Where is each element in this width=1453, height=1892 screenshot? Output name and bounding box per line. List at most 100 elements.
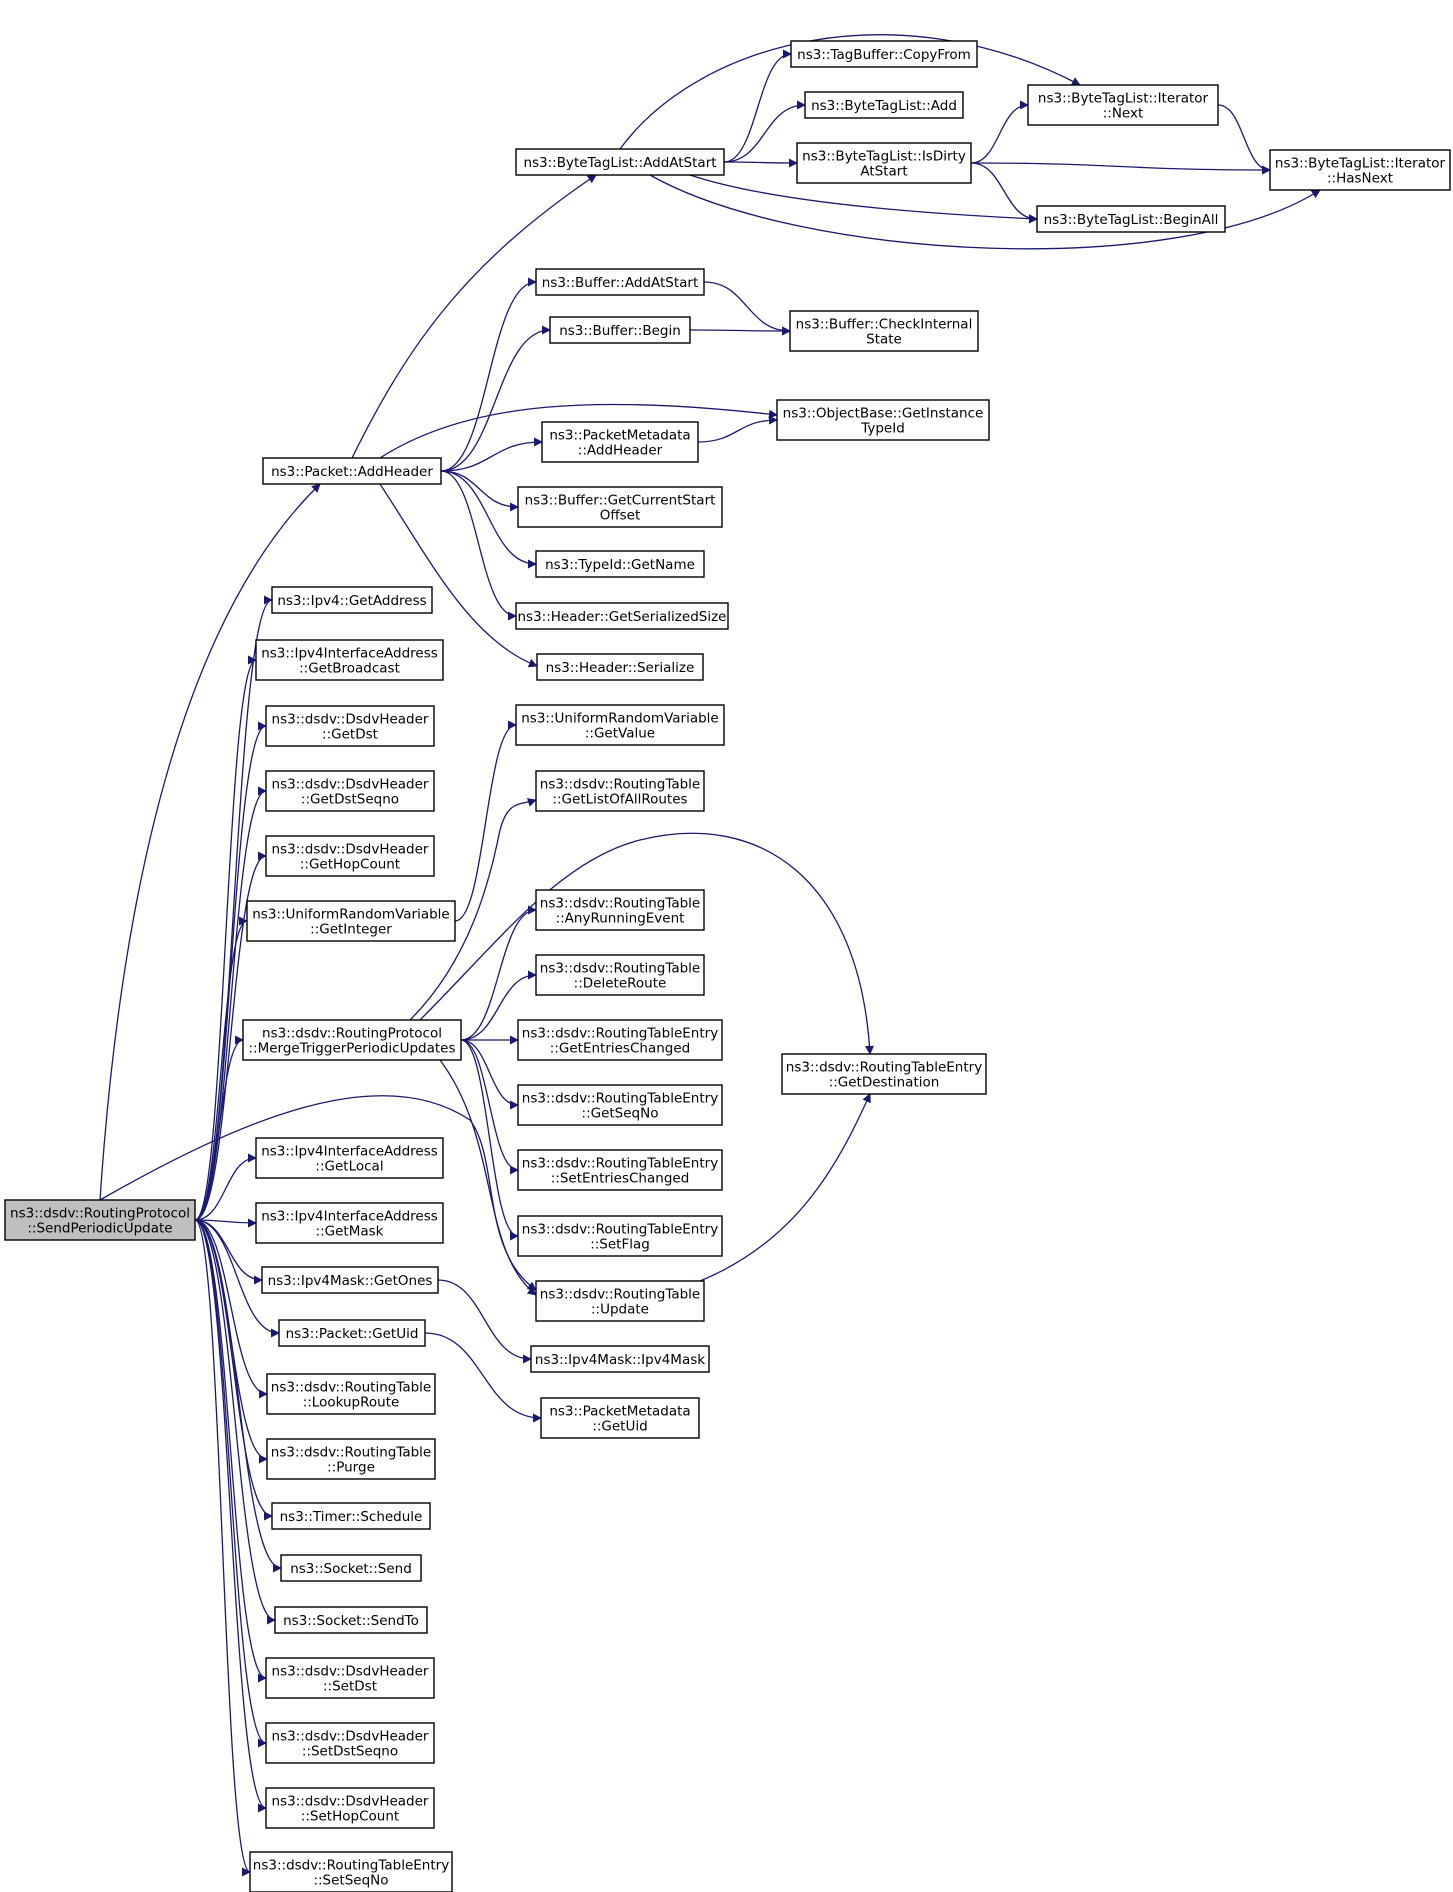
- node-label-line: ::AddHeader: [578, 443, 663, 459]
- node-label-line: ns3::dsdv::RoutingTable: [271, 1380, 431, 1396]
- function-node-pmGetUid[interactable]: ns3::PacketMetadata::GetUid: [540, 1397, 700, 1439]
- node-label-line: ns3::Ipv4::GetAddress: [277, 593, 426, 609]
- function-node-purge[interactable]: ns3::dsdv::RoutingTable::Purge: [266, 1438, 436, 1480]
- call-edge-addHeader-to-objGetInstanceTypeId: [379, 403, 778, 459]
- function-node-btlAddAtStart[interactable]: ns3::ByteTagList::AddAtStart: [515, 148, 725, 176]
- function-node-btlAdd[interactable]: ns3::ByteTagList::Add: [804, 91, 964, 119]
- function-node-addHeader[interactable]: ns3::Packet::AddHeader: [262, 457, 442, 485]
- node-label-line: ns3::PacketMetadata: [549, 1404, 690, 1420]
- node-box: [4, 1199, 196, 1241]
- call-edge-root-to-socketSendTo: [194, 1219, 276, 1625]
- function-node-mergeTrigger[interactable]: ns3::dsdv::RoutingProtocol::MergeTrigger…: [242, 1019, 462, 1061]
- node-box: [517, 1084, 723, 1126]
- function-node-socketSendTo[interactable]: ns3::Socket::SendTo: [274, 1606, 428, 1634]
- node-label-line: ::GetMask: [316, 1224, 384, 1240]
- function-node-timerSchedule[interactable]: ns3::Timer::Schedule: [271, 1502, 431, 1530]
- function-node-tagBufferCopyFrom[interactable]: ns3::TagBuffer::CopyFrom: [790, 40, 978, 68]
- function-node-urvGetValue[interactable]: ns3::UniformRandomVariable::GetValue: [515, 704, 725, 746]
- node-box: [804, 91, 964, 119]
- node-box: [517, 1149, 723, 1191]
- function-node-btlBeginAll[interactable]: ns3::ByteTagList::BeginAll: [1036, 205, 1226, 233]
- function-node-getDst[interactable]: ns3::dsdv::DsdvHeader::GetDst: [265, 705, 435, 747]
- function-node-rtDeleteRoute[interactable]: ns3::dsdv::RoutingTable::DeleteRoute: [535, 954, 705, 996]
- call-edge-addHeader-to-btlAddAtStart: [351, 174, 597, 459]
- call-edge-bufBegin-to-bufCheckInternalState: [689, 326, 791, 336]
- function-node-btlIterNext[interactable]: ns3::ByteTagList::Iterator::Next: [1027, 84, 1219, 126]
- call-edge-root-to-setDst: [194, 1219, 267, 1683]
- function-node-ipv4MaskCtor[interactable]: ns3::Ipv4Mask::Ipv4Mask: [530, 1345, 710, 1373]
- function-node-pmAddHeader[interactable]: ns3::PacketMetadata::AddHeader: [541, 421, 699, 463]
- node-label-line: ns3::dsdv::RoutingTableEntry: [522, 1026, 718, 1042]
- node-label-line: ::HasNext: [1327, 171, 1393, 187]
- node-box: [796, 142, 972, 184]
- function-node-root: ns3::dsdv::RoutingProtocol::SendPeriodic…: [4, 1199, 196, 1241]
- node-label-line: ::SetEntriesChanged: [551, 1171, 690, 1187]
- node-label-line: ns3::dsdv::RoutingTableEntry: [522, 1091, 718, 1107]
- call-edge-btlAddAtStart-to-btlBeginAll: [689, 174, 1038, 224]
- function-node-rtUpdate[interactable]: ns3::dsdv::RoutingTable::Update: [535, 1280, 705, 1322]
- call-edge-root-to-socketSend: [194, 1219, 282, 1573]
- function-node-getHopCount[interactable]: ns3::dsdv::DsdvHeader::GetHopCount: [265, 835, 435, 877]
- function-node-setHopCount[interactable]: ns3::dsdv::DsdvHeader::SetHopCount: [265, 1787, 435, 1829]
- function-node-headerSerialize[interactable]: ns3::Header::Serialize: [536, 653, 704, 681]
- node-box: [515, 704, 725, 746]
- function-node-bufAddAtStart[interactable]: ns3::Buffer::AddAtStart: [535, 268, 705, 296]
- node-label-line: ::GetInteger: [310, 922, 392, 938]
- node-label-line: ::GetUid: [592, 1419, 647, 1435]
- node-box: [776, 399, 990, 441]
- node-box: [265, 705, 435, 747]
- node-label-line: ns3::Ipv4InterfaceAddress: [261, 646, 438, 662]
- node-box: [789, 310, 979, 352]
- function-node-getMask[interactable]: ns3::Ipv4InterfaceAddress::GetMask: [255, 1202, 444, 1244]
- function-node-setDst[interactable]: ns3::dsdv::DsdvHeader::SetDst: [265, 1657, 435, 1699]
- function-node-lookupRoute[interactable]: ns3::dsdv::RoutingTable::LookupRoute: [266, 1373, 436, 1415]
- function-node-socketSend[interactable]: ns3::Socket::Send: [280, 1554, 422, 1582]
- function-node-setDstSeqno[interactable]: ns3::dsdv::DsdvHeader::SetDstSeqno: [265, 1722, 435, 1764]
- node-label-line: ns3::Header::GetSerializedSize: [518, 609, 727, 625]
- node-box: [1036, 205, 1226, 233]
- node-box: [536, 653, 704, 681]
- function-node-headerGetSerializedSize[interactable]: ns3::Header::GetSerializedSize: [515, 602, 729, 630]
- function-node-getLocal[interactable]: ns3::Ipv4InterfaceAddress::GetLocal: [255, 1137, 444, 1179]
- node-label-line: ::GetSeqNo: [582, 1106, 659, 1122]
- node-label-line: ::GetHopCount: [300, 857, 400, 873]
- node-label-line: ns3::dsdv::DsdvHeader: [272, 777, 429, 793]
- node-label-line: ns3::Socket::Send: [290, 1561, 412, 1577]
- node-box: [540, 1397, 700, 1439]
- function-node-getInteger[interactable]: ns3::UniformRandomVariable::GetInteger: [246, 900, 456, 942]
- node-label-line: ns3::Buffer::Begin: [559, 323, 681, 339]
- function-node-typeIdGetName[interactable]: ns3::TypeId::GetName: [535, 550, 705, 578]
- function-node-rteSetFlag[interactable]: ns3::dsdv::RoutingTableEntry::SetFlag: [517, 1215, 723, 1257]
- node-box: [265, 770, 435, 812]
- node-box: [1027, 84, 1219, 126]
- function-node-rteGetSeqNo[interactable]: ns3::dsdv::RoutingTableEntry::GetSeqNo: [517, 1084, 723, 1126]
- node-box: [249, 1851, 453, 1892]
- function-node-getOnes[interactable]: ns3::Ipv4Mask::GetOnes: [261, 1266, 439, 1294]
- function-node-packetGetUid[interactable]: ns3::Packet::GetUid: [278, 1319, 426, 1347]
- node-label-line: ns3::dsdv::RoutingTableEntry: [253, 1858, 449, 1874]
- call-edge-root-to-addHeader: [99, 483, 321, 1201]
- call-edge-btlAddAtStart-to-btlIterHasNext: [649, 174, 1321, 250]
- node-box: [274, 1606, 428, 1634]
- function-node-getDstSeqno[interactable]: ns3::dsdv::DsdvHeader::GetDstSeqno: [265, 770, 435, 812]
- function-node-rteGetEntriesChanged[interactable]: ns3::dsdv::RoutingTableEntry::GetEntries…: [517, 1019, 723, 1061]
- node-label-line: ns3::dsdv::RoutingTable: [271, 1445, 431, 1461]
- function-node-rteSetEntriesChanged[interactable]: ns3::dsdv::RoutingTableEntry::SetEntries…: [517, 1149, 723, 1191]
- function-node-rtAnyRunningEvent[interactable]: ns3::dsdv::RoutingTable::AnyRunningEvent: [535, 889, 705, 931]
- function-node-getBroadcast[interactable]: ns3::Ipv4InterfaceAddress::GetBroadcast: [255, 639, 444, 681]
- node-label-line: ns3::TagBuffer::CopyFrom: [797, 47, 971, 63]
- function-node-ipv4GetAddress[interactable]: ns3::Ipv4::GetAddress: [271, 586, 433, 614]
- call-edge-root-to-getLocal: [194, 1153, 257, 1221]
- function-node-rteGetDestination[interactable]: ns3::dsdv::RoutingTableEntry::GetDestina…: [781, 1053, 987, 1095]
- call-edge-mergeTrigger-to-rteSetEntriesChanged: [460, 1039, 519, 1175]
- function-node-btlIterHasNext[interactable]: ns3::ByteTagList::Iterator::HasNext: [1269, 149, 1451, 191]
- function-node-rtGetListOfAllRoutes[interactable]: ns3::dsdv::RoutingTable::GetListOfAllRou…: [535, 770, 705, 812]
- function-node-setSeqNo[interactable]: ns3::dsdv::RoutingTableEntry::SetSeqNo: [249, 1851, 453, 1892]
- function-node-bufBegin[interactable]: ns3::Buffer::Begin: [549, 316, 691, 344]
- call-edge-mergeTrigger-to-rtAnyRunningEvent: [460, 905, 537, 1041]
- node-box: [535, 889, 705, 931]
